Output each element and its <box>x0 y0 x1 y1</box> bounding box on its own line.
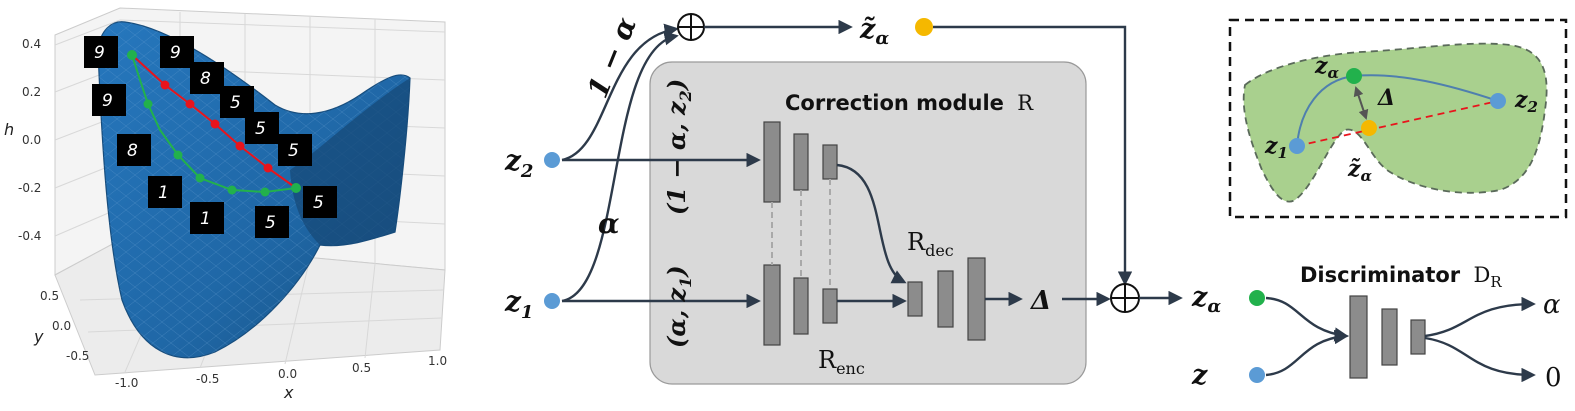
weight-sharing-lines <box>771 179 831 289</box>
green-path-digits: 9 8 1 1 5 5 <box>92 84 337 238</box>
z1-label: z1 <box>504 285 533 323</box>
zalpha-disc-dot <box>1249 290 1265 306</box>
ztilde-to-sum-arrow <box>933 25 1133 286</box>
z2-to-sum-arrow <box>561 23 679 162</box>
svg-text:9: 9 <box>170 43 181 63</box>
input-top-label: (1 − α, z2) <box>662 79 695 215</box>
svg-text:1: 1 <box>200 209 211 229</box>
x-tick: 0.0 <box>278 367 297 381</box>
z-tick: 0.4 <box>22 37 41 51</box>
inset-zalpha-label: zα <box>1314 53 1340 82</box>
encoder-top-block-3 <box>822 144 838 180</box>
z-tick: -0.2 <box>18 181 41 195</box>
inset-z1-dot <box>1289 138 1305 154</box>
y-tick: 0.0 <box>52 319 71 333</box>
encoder-bottom-block-1 <box>763 264 781 346</box>
svg-text:5: 5 <box>313 193 324 213</box>
sum-operator-top <box>677 13 705 41</box>
z2-dot <box>544 152 560 168</box>
ztilde-dot <box>915 18 933 36</box>
green-path-points <box>127 50 301 197</box>
disc-to-alpha-arrow <box>1424 296 1536 338</box>
svg-text:8: 8 <box>127 141 138 161</box>
red-path-digits: 9 9 8 5 5 5 <box>84 36 312 166</box>
x-tick: 0.5 <box>352 361 371 375</box>
y-axis-label: y <box>33 327 44 346</box>
disc-block-1 <box>1349 295 1368 379</box>
surface-plot: 0.4 0.2 0.0 -0.2 -0.4 h 0.5 0.0 -0.5 y -… <box>4 7 447 402</box>
z1-to-sum-arrow <box>561 31 679 303</box>
inset-z2-label: z2 <box>1514 87 1538 116</box>
x-axis-label: x <box>283 383 294 402</box>
svg-text:5: 5 <box>255 119 266 139</box>
z2-label: z2 <box>504 144 533 182</box>
ztilde-label: z̃α <box>859 14 889 49</box>
discriminator-title: Discriminator DR <box>1300 263 1502 291</box>
decoder-block-2 <box>937 270 954 328</box>
alpha-weight: α <box>598 207 620 240</box>
z-tick: 0.0 <box>22 133 41 147</box>
encoder-top-to-decoder-arrow <box>836 163 907 284</box>
correction-diagram: Correction module R z2 z1 1 − α α z̃α (1… <box>504 12 1221 385</box>
inset-delta-arrow <box>1353 86 1369 120</box>
z1-dot <box>544 293 560 309</box>
inset-z2-dot <box>1490 93 1506 109</box>
encoder-top-block-2 <box>793 133 809 191</box>
delta-label: Δ <box>1029 286 1051 316</box>
x-tick: 1.0 <box>428 354 447 368</box>
manifold-shape <box>1242 42 1548 203</box>
z-disc-label: z <box>1191 360 1208 391</box>
svg-text:5: 5 <box>288 141 299 161</box>
z-tick: 0.2 <box>22 85 41 99</box>
encoder-bottom-block-3 <box>822 288 838 324</box>
encoder-top-block-1 <box>763 121 781 203</box>
x-tick: -1.0 <box>115 376 138 390</box>
y-tick: 0.5 <box>40 289 59 303</box>
svg-text:1: 1 <box>158 183 169 203</box>
discriminator: Discriminator DR z α 0 <box>1191 263 1562 393</box>
disc-block-3 <box>1410 319 1426 355</box>
z-to-disc-arrow <box>1265 329 1349 377</box>
input-bottom-label: (α, z1) <box>662 265 695 348</box>
r-dec-label: Rdec <box>907 228 954 260</box>
inset-z1-label: z1 <box>1264 133 1288 162</box>
z-tick: -0.4 <box>18 229 41 243</box>
svg-text:9: 9 <box>94 43 105 63</box>
zalpha-to-disc-arrow <box>1265 296 1349 342</box>
manifold-inset: zα Δ z2 z1 z̃α <box>1228 18 1568 219</box>
svg-text:5: 5 <box>265 213 276 233</box>
inset-delta-label: Δ <box>1377 85 1395 111</box>
inset-zalpha-dot <box>1346 68 1362 84</box>
svg-text:8: 8 <box>200 69 211 89</box>
decoder-block-3 <box>967 257 986 341</box>
y-tick: -0.5 <box>66 349 89 363</box>
sum-operator-bottom <box>1110 283 1140 313</box>
surface-mesh <box>98 21 410 358</box>
z-axis-label: h <box>4 120 14 139</box>
svg-text:5: 5 <box>230 93 241 113</box>
decoder-block-1 <box>907 281 923 317</box>
r-enc-label: Renc <box>818 346 865 378</box>
inset-ztilde-dot <box>1361 120 1377 136</box>
x-tick: -0.5 <box>196 372 219 386</box>
encoder-bottom-block-2 <box>793 277 809 335</box>
z-disc-dot <box>1249 367 1265 383</box>
zalpha-output-label: zα <box>1191 282 1221 317</box>
linear-interpolation-line <box>1296 100 1499 147</box>
disc-to-zero-arrow <box>1424 336 1536 383</box>
correction-module-title: Correction module R <box>785 91 1034 115</box>
disc-output-alpha: α <box>1543 290 1561 320</box>
disc-block-2 <box>1381 308 1398 366</box>
inset-ztilde-label: z̃α <box>1347 156 1373 185</box>
disc-output-zero: 0 <box>1545 363 1562 393</box>
red-path-points <box>160 80 273 173</box>
svg-text:9: 9 <box>102 91 113 111</box>
